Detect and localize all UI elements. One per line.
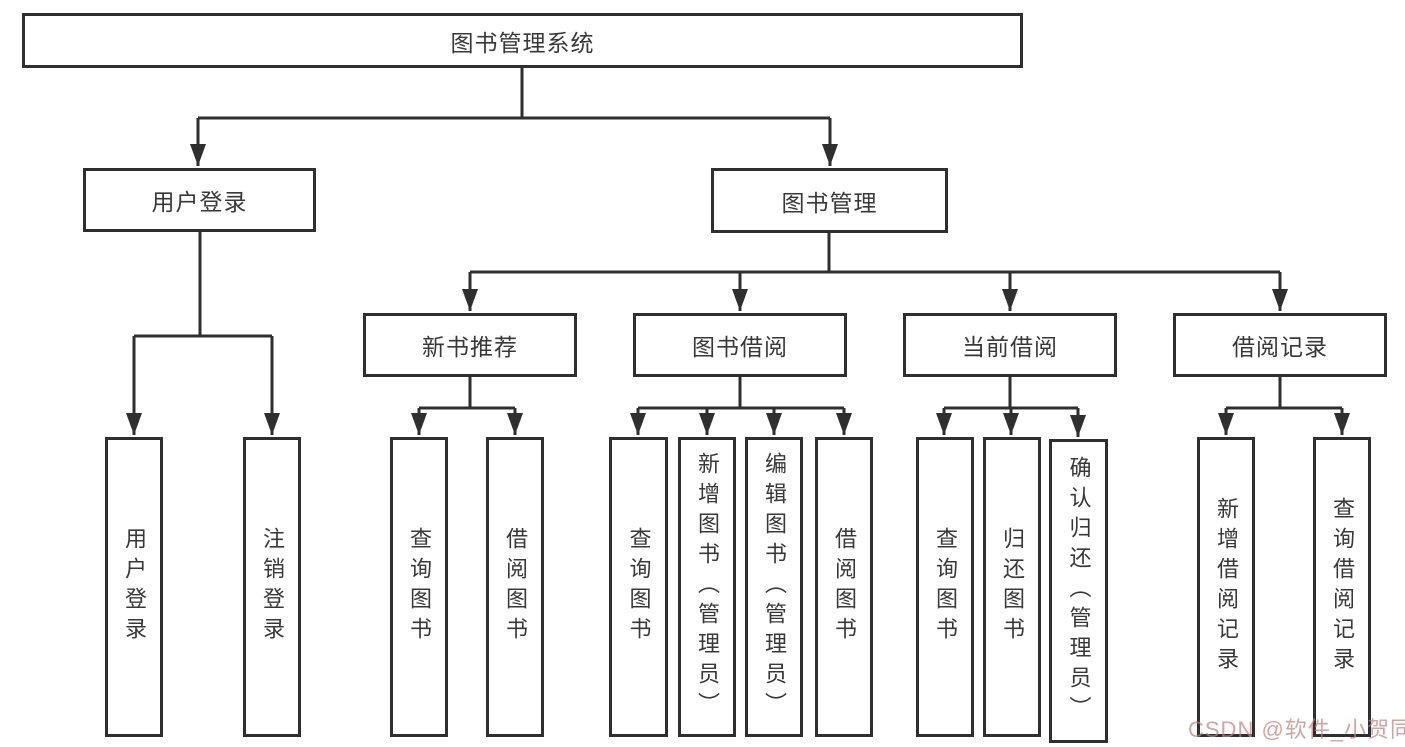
connector-current-borrow xyxy=(944,377,1078,410)
node-label: 新增借阅记录 xyxy=(1214,497,1239,677)
leaf-return-books: 归还图书 xyxy=(983,437,1041,737)
leaf-query-borrow-record: 查询借阅记录 xyxy=(1313,437,1371,737)
leaf-add-book-admin: 新增图书（管理员） xyxy=(678,437,736,737)
connector-borrow-records xyxy=(1226,377,1342,410)
connector-new-book xyxy=(419,377,515,410)
node-label: 图书管理系统 xyxy=(450,29,595,56)
connector-book-management xyxy=(470,233,1280,274)
node-label: 图书借阅 xyxy=(692,334,788,360)
node-label: 借阅图书 xyxy=(832,527,857,647)
node-label: 借阅记录 xyxy=(1232,334,1328,360)
connector-user-login xyxy=(134,232,272,338)
node-new-book-recommendation: 新书推荐 xyxy=(363,313,577,377)
node-label: 查询图书 xyxy=(407,527,432,647)
leaf-query-books-recommend: 查询图书 xyxy=(390,437,448,737)
leaf-borrow-books-borrowing: 借阅图书 xyxy=(815,437,873,737)
node-borrowing-records: 借阅记录 xyxy=(1173,313,1387,377)
node-label: 注销登录 xyxy=(260,527,285,647)
node-library-management-system: 图书管理系统 xyxy=(22,13,1023,68)
leaf-logout-login: 注销登录 xyxy=(243,437,301,737)
node-book-management: 图书管理 xyxy=(711,168,948,233)
node-label: 借阅图书 xyxy=(503,527,528,647)
node-label: 用户登录 xyxy=(151,189,248,215)
connector-root xyxy=(198,68,830,120)
node-label: 当前借阅 xyxy=(962,334,1058,360)
leaf-user-login: 用户登录 xyxy=(105,437,163,737)
node-label: 编辑图书（管理员） xyxy=(762,452,787,722)
leaf-query-books-borrowing: 查询图书 xyxy=(609,437,668,737)
node-current-borrowing: 当前借阅 xyxy=(903,313,1117,377)
leaf-add-borrow-record: 新增借阅记录 xyxy=(1197,437,1255,737)
leaf-query-books-current: 查询图书 xyxy=(916,437,974,737)
leaf-borrow-books-recommend: 借阅图书 xyxy=(486,437,544,737)
node-label: 查询借阅记录 xyxy=(1330,497,1355,677)
leaf-confirm-return-admin: 确认归还（管理员） xyxy=(1049,439,1108,743)
connector-book-borrow xyxy=(638,377,844,410)
node-label: 查询图书 xyxy=(626,527,652,647)
node-label: 查询图书 xyxy=(933,527,958,647)
csdn-watermark: CSDN @软件_小贺同学 xyxy=(1188,717,1405,742)
leaf-edit-book-admin: 编辑图书（管理员） xyxy=(745,437,803,737)
node-label: 归还图书 xyxy=(1000,527,1025,647)
node-label: 图书管理 xyxy=(781,189,878,216)
node-book-borrowing: 图书借阅 xyxy=(633,313,847,377)
node-label: 新书推荐 xyxy=(422,334,518,360)
node-label: 用户登录 xyxy=(122,527,147,647)
node-label: 新增图书（管理员） xyxy=(695,452,720,722)
node-user-login: 用户登录 xyxy=(83,168,316,232)
node-label: 确认归还（管理员） xyxy=(1066,456,1092,726)
